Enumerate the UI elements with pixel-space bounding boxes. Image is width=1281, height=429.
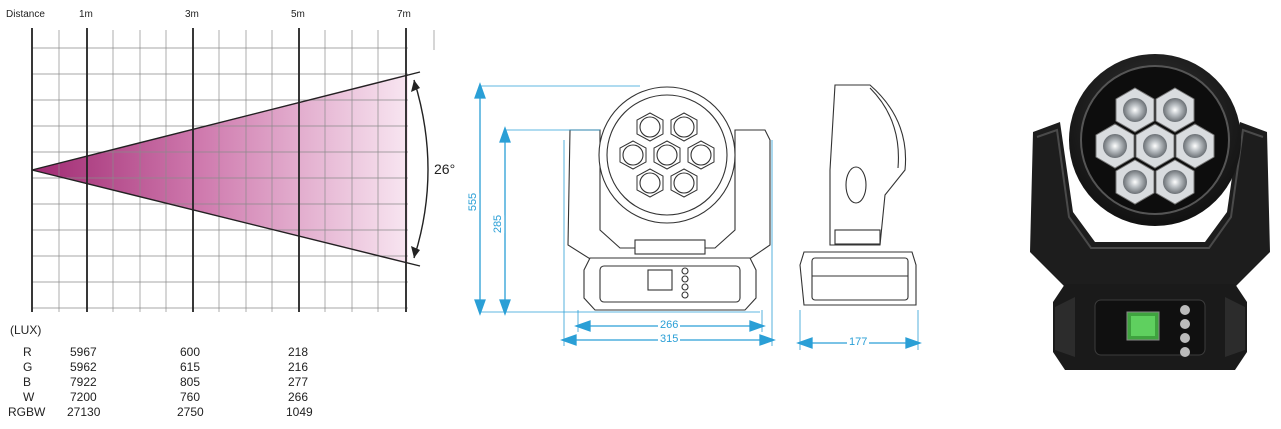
lux-row: R 5967 600 218 — [0, 345, 330, 359]
overall-height-dim: 555 — [467, 192, 480, 212]
lux-value: 7922 — [70, 375, 97, 389]
inner-height-dim: 285 — [492, 214, 505, 234]
grid-horizontal-lines — [32, 47, 408, 309]
product-photo — [1025, 52, 1275, 377]
beam-edges — [31, 71, 421, 267]
lux-row-label: W — [23, 390, 35, 404]
beam-angle-arc — [413, 79, 429, 259]
grid-vertical-lines — [58, 30, 435, 312]
distance-5m-label: 5m — [291, 9, 305, 20]
lux-value: 277 — [288, 375, 309, 389]
lux-row-label: B — [23, 375, 32, 389]
side-view-drawing: 177 — [790, 80, 930, 360]
beam-grid-svg — [31, 28, 435, 312]
front-view-svg — [474, 82, 776, 346]
arc-arrow-top — [411, 80, 420, 92]
lux-value: 216 — [288, 360, 309, 374]
lux-value: 600 — [180, 345, 201, 359]
total-width-dim: 315 — [658, 333, 681, 345]
lux-value: 218 — [288, 345, 309, 359]
lux-row: B 7922 805 277 — [0, 375, 330, 389]
lux-value: 1049 — [286, 405, 313, 419]
depth-dim: 177 — [847, 336, 870, 348]
distance-1m-label: 1m — [79, 9, 93, 20]
lux-row: G 5962 615 216 — [0, 360, 330, 374]
front-view-drawing: 555 285 266 315 — [460, 70, 790, 360]
lux-value: 7200 — [70, 390, 97, 404]
lux-value: 5962 — [70, 360, 97, 374]
distance-7m-label: 7m — [397, 9, 411, 20]
lux-row-label: R — [23, 345, 32, 359]
distance-3m-label: 3m — [185, 9, 199, 20]
moving-head-illustration — [1030, 54, 1270, 370]
lux-value: 760 — [180, 390, 201, 404]
lux-row-label: G — [23, 360, 33, 374]
side-view-svg — [796, 84, 922, 350]
lux-row: W 7200 760 266 — [0, 390, 330, 404]
lux-unit: (LUX) — [10, 323, 42, 337]
distance-label: Distance — [6, 9, 45, 20]
lux-row: RGBW 27130 2750 1049 — [0, 405, 330, 419]
beam-diagram: Distance 1m 3m 5m 7m — [0, 0, 470, 320]
lux-value: 805 — [180, 375, 201, 389]
arc-arrow-bottom — [411, 246, 420, 258]
base-width-dim: 266 — [658, 319, 681, 331]
lux-table: (LUX) R 5967 600 218 G 5962 615 216 B 79… — [0, 323, 340, 429]
beam-cone — [32, 74, 408, 264]
lux-value: 27130 — [67, 405, 101, 419]
lux-value: 615 — [180, 360, 201, 374]
lux-value: 5967 — [70, 345, 97, 359]
lux-row-label: RGBW — [8, 405, 46, 419]
beam-angle-label: 26° — [434, 161, 456, 177]
lux-value: 266 — [288, 390, 309, 404]
lux-value: 2750 — [177, 405, 204, 419]
